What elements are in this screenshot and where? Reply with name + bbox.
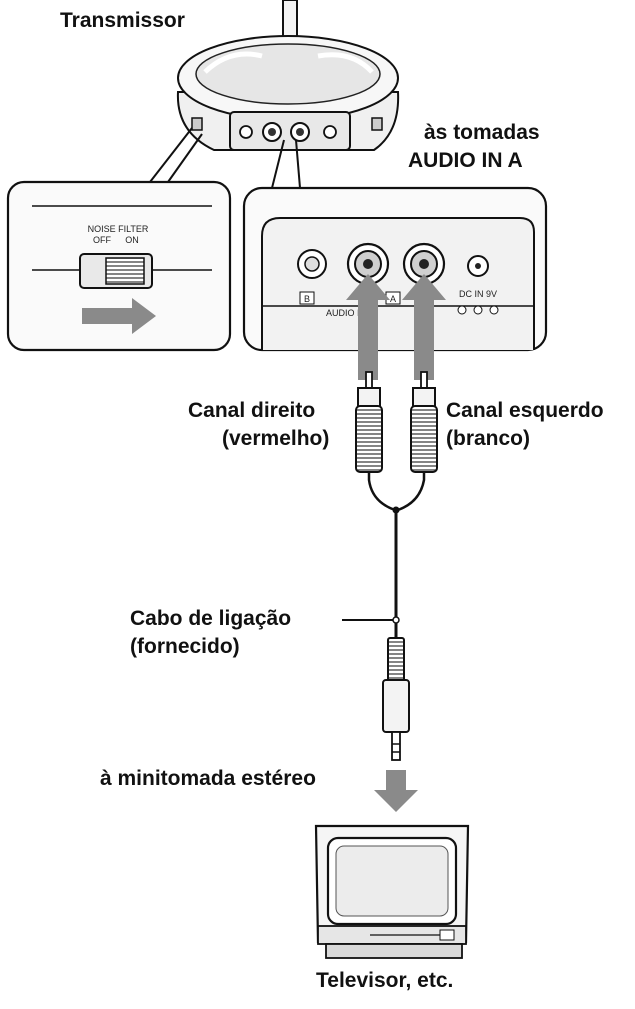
rca-plug-left [410, 371, 438, 473]
callout-lines [149, 127, 301, 189]
audio-in-line1-label: às tomadas [424, 121, 540, 144]
dc-in-label: DC IN 9V [459, 289, 497, 299]
left-channel-label: Canal esquerdo [446, 399, 604, 422]
audio-in-line2-label: AUDIO IN A [408, 149, 523, 172]
insert-arrow-left-channel-icon [402, 274, 446, 380]
noise-filter-label: NOISE FILTER [88, 224, 149, 234]
cable-supplied-label: (fornecido) [130, 635, 240, 658]
audio-in-callout: B A AUDIO IN DC IN 9V [242, 186, 548, 352]
on-label: ON [125, 235, 139, 245]
cable-label: Cabo de ligação [130, 607, 292, 630]
rca-plug-right [355, 371, 383, 473]
down-arrow-icon [374, 770, 418, 812]
right-channel-label: Canal direito [188, 399, 316, 422]
jack-b-label: B [304, 294, 310, 304]
connecting-cable [342, 472, 426, 640]
stereo-mini-plug [382, 637, 410, 761]
tv-label: Televisor, etc. [316, 969, 454, 992]
jack-a-label: A [390, 294, 396, 304]
noise-filter-callout: NOISE FILTER OFF ON [6, 180, 232, 352]
insert-arrow-right-channel-icon [346, 274, 390, 380]
off-label: OFF [93, 235, 111, 245]
tv-illustration [314, 824, 470, 959]
slide-right-arrow-icon [82, 298, 156, 334]
left-channel-color-label: (branco) [446, 427, 530, 450]
transmitter-illustration [176, 0, 400, 151]
transmitter-label: Transmissor [60, 9, 185, 32]
audio-in-label: AUDIO IN [326, 308, 366, 318]
right-channel-color-label: (vermelho) [222, 427, 330, 450]
minijack-label: à minitomada estéreo [100, 767, 316, 790]
